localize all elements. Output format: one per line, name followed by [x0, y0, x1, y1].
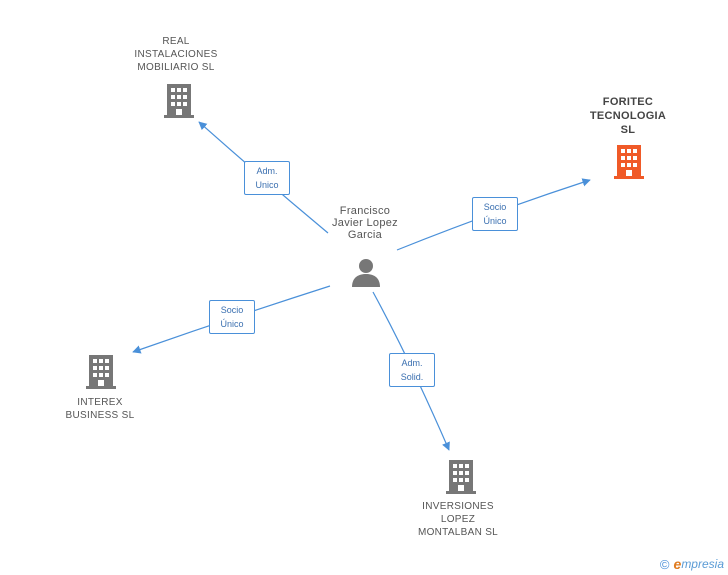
person-icon[interactable]: [351, 258, 381, 287]
edge-label-foritec: Socio Único: [472, 197, 518, 231]
building-icon[interactable]: [164, 84, 194, 118]
company-label-interex[interactable]: INTEREX BUSINESS SL: [65, 397, 135, 421]
brand-initial: e: [673, 556, 682, 572]
building-icon[interactable]: [446, 460, 476, 494]
company-label-real[interactable]: REAL INSTALACIONES MOBILIARIO SL: [134, 36, 218, 73]
empresia-brand[interactable]: © e mpresia: [660, 556, 724, 572]
edge-label-real: Adm. Unico: [244, 161, 290, 195]
company-label-inversiones[interactable]: INVERSIONES LOPEZ MONTALBAN SL: [417, 501, 499, 538]
company-label-foritec[interactable]: FORITEC TECNOLOGIA SL: [589, 96, 667, 136]
building-icon[interactable]: [86, 355, 116, 389]
edge-label-interex: Socio Único: [209, 300, 255, 334]
copyright-icon: ©: [659, 556, 670, 572]
brand-name: mpresia: [681, 557, 724, 571]
edge-label-inversiones: Adm. Solid.: [389, 353, 435, 387]
building-icon[interactable]: [614, 145, 644, 179]
person-name[interactable]: Francisco Javier Lopez Garcia: [332, 205, 398, 241]
